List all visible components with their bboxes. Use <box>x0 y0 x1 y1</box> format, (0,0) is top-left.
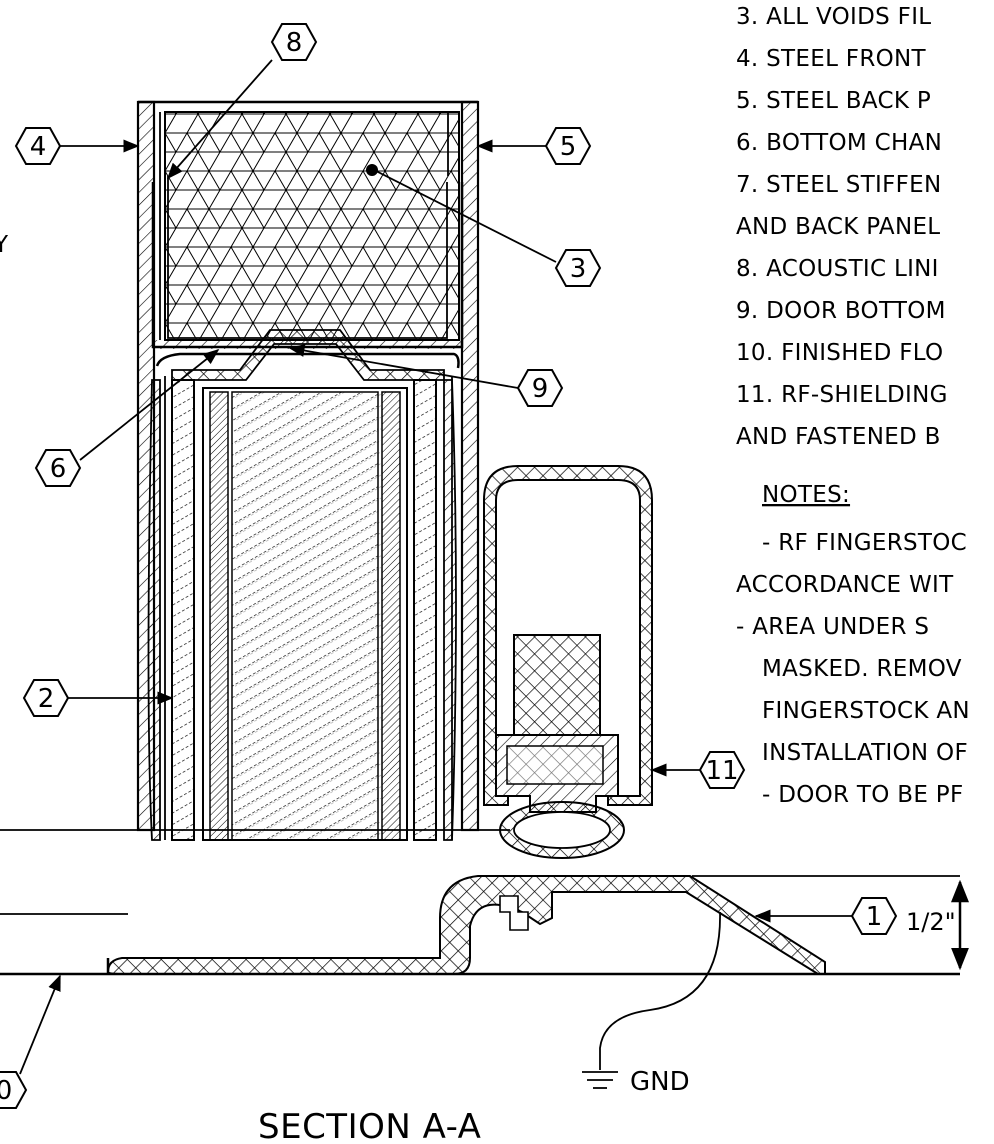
notes: NOTES: - RF FINGERSTOC ACCORDANCE WIT - … <box>736 482 970 808</box>
callout-3-number: 3 <box>570 254 587 284</box>
left-seal-column <box>171 379 195 841</box>
fingerstock-block <box>513 634 601 736</box>
callout-3: 3 <box>366 164 602 287</box>
left-skirt <box>147 379 161 841</box>
legend-line: 9. DOOR BOTTOM <box>736 298 946 324</box>
callout-6: 6 <box>34 348 220 487</box>
threshold-saddle <box>106 875 826 975</box>
legend-line: 7. STEEL STIFFEN <box>736 172 942 198</box>
legend-line: 4. STEEL FRONT <box>736 46 927 72</box>
threshold-assembly <box>106 465 826 975</box>
callout-2: 2 <box>22 679 174 717</box>
acoustic-lining-fill <box>164 111 460 341</box>
notes-line: MASKED. REMOV <box>762 656 962 682</box>
steel-back-panel <box>460 100 480 832</box>
cut-off-glyph: Y <box>0 232 9 258</box>
callout-6-number: 6 <box>50 454 67 484</box>
legend-line: 5. STEEL BACK P <box>736 88 931 114</box>
notes-line: - RF FINGERSTOC <box>762 530 967 556</box>
door-assembly <box>136 100 480 841</box>
notes-line: INSTALLATION OF <box>762 740 968 766</box>
callout-9-number: 9 <box>532 374 549 404</box>
door-bottom-top-plate <box>171 329 445 381</box>
ground-symbol: GND <box>582 911 721 1097</box>
callout-1-number: 1 <box>866 902 883 932</box>
legend-line: AND FASTENED B <box>736 424 941 450</box>
callout-11: 11 <box>650 751 746 789</box>
dimension-half-inch: 1/2" <box>906 879 969 971</box>
legend-line: 8. ACOUSTIC LINI <box>736 256 939 282</box>
rf-shielding-enclosure <box>483 465 653 806</box>
notes-line: - DOOR TO BE PF <box>762 782 964 808</box>
legend-line: 10. FINISHED FLO <box>736 340 943 366</box>
notes-line: FINGERSTOCK AN <box>762 698 970 724</box>
callout-9: 9 <box>288 344 564 407</box>
callout-5: 5 <box>476 127 592 165</box>
legend-line: 11. RF-SHIELDING <box>736 382 948 408</box>
notes-line: ACCORDANCE WIT <box>736 572 954 598</box>
callout-4: 4 <box>14 127 140 165</box>
legend-line: 3. ALL VOIDS FIL <box>736 4 931 30</box>
right-seal-column <box>413 379 437 841</box>
notes-heading: NOTES: <box>762 482 850 508</box>
legend: 3. ALL VOIDS FIL 4. STEEL FRONT 5. STEEL… <box>736 4 948 450</box>
callout-8: 8 <box>166 23 318 180</box>
legend-line: 6. BOTTOM CHAN <box>736 130 942 156</box>
callout-5-number: 5 <box>560 132 577 162</box>
callout-1: 1 <box>754 897 898 935</box>
dimension-label: 1/2" <box>906 908 956 936</box>
notes-line: - AREA UNDER S <box>736 614 929 640</box>
callout-10-number: 0 <box>0 1076 12 1106</box>
callout-10: 0 <box>0 974 61 1109</box>
door-bottom-bracket <box>155 352 460 369</box>
callout-8-number: 8 <box>286 28 303 58</box>
legend-line: AND BACK PANEL <box>736 214 940 240</box>
ground-label: GND <box>630 1067 690 1097</box>
section-title: SECTION A-A <box>258 1107 481 1144</box>
right-skirt <box>443 379 457 841</box>
callout-2-number: 2 <box>38 684 55 714</box>
callout-4-number: 4 <box>30 132 47 162</box>
callout-11-number: 11 <box>705 756 738 786</box>
